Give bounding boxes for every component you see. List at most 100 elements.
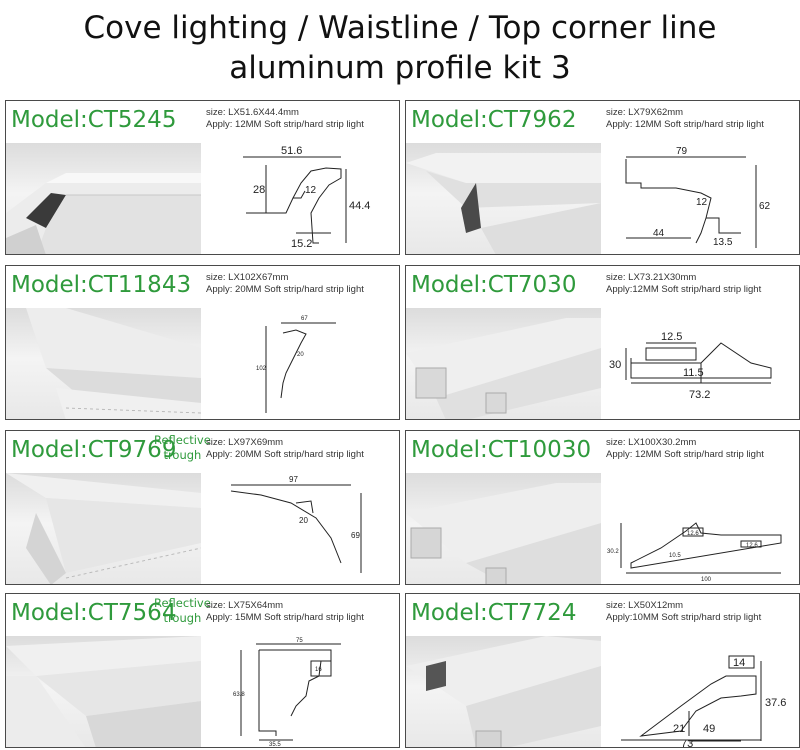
dim-label: 69 [351, 531, 360, 540]
dim-label: 20 [299, 516, 308, 525]
dim-label: 14 [733, 657, 745, 669]
apply-text: Apply:12MM Soft strip/hard strip light [606, 284, 762, 295]
dim-label: 67 [301, 316, 308, 322]
dim-label: 28 [253, 184, 265, 196]
spec-text: size: LX100X30.2mm Apply: 12MM Soft stri… [606, 437, 764, 461]
dim-label: 51.6 [281, 145, 302, 157]
product-card-ct5245: Model:CT5245 size: LX51.6X44.4mm Apply: … [5, 100, 400, 255]
model-name: Model:CT9769 [11, 437, 177, 463]
product-photo [6, 143, 201, 254]
product-photo [406, 473, 601, 584]
dim-label: 75 [296, 638, 303, 644]
dim-label: 15.2 [291, 238, 312, 250]
dim-label: 73.2 [689, 389, 710, 401]
note-line1: Reflective [154, 433, 211, 447]
dimension-drawing: 14 21 49 37.6 73 [601, 636, 799, 748]
dim-label: 12.6 [746, 543, 758, 549]
reflective-trough-note: Reflective trough [154, 433, 211, 463]
product-card-ct7564: Model:CT7564 Reflective trough size: LX7… [5, 593, 400, 748]
product-card-ct9769: Model:CT9769 Reflective trough size: LX9… [5, 430, 400, 585]
dim-label: 11.5 [683, 367, 704, 379]
product-card-ct11843: Model:CT11843 size: LX102X67mm Apply: 20… [5, 265, 400, 420]
spec-text: size: LX102X67mm Apply: 20MM Soft strip/… [206, 272, 364, 296]
dim-label: 49 [703, 723, 715, 735]
dim-label: 20 [297, 352, 304, 358]
size-text: size: LX102X67mm [206, 272, 289, 283]
size-text: size: LX51.6X44.4mm [206, 107, 299, 118]
model-name: Model:CT7564 [11, 600, 177, 626]
size-text: size: LX97X69mm [206, 437, 284, 448]
apply-text: Apply: 20MM Soft strip/hard strip light [206, 449, 364, 460]
dim-label: 73 [681, 738, 693, 748]
page-title-line2: aluminum profile kit 3 [229, 50, 571, 86]
dim-label: 12 [696, 197, 708, 208]
size-text: size: LX79X62mm [606, 107, 684, 118]
apply-text: Apply: 20MM Soft strip/hard strip light [206, 284, 364, 295]
spec-text: size: LX50X12mm Apply:10MM Soft strip/ha… [606, 600, 761, 624]
note-line2: trough [163, 448, 202, 462]
dim-label: 100 [701, 577, 712, 583]
dimension-drawing: 97 20 69 [201, 473, 399, 584]
product-card-ct7030: Model:CT7030 size: LX73.21X30mm Apply:12… [405, 265, 800, 420]
dim-label: 97 [289, 475, 298, 484]
product-card-ct10030: Model:CT10030 size: LX100X30.2mm Apply: … [405, 430, 800, 585]
dim-label: 102 [256, 366, 267, 372]
reflective-trough-note: Reflective trough [154, 596, 211, 626]
card-header: Model:CT7564 Reflective trough size: LX7… [6, 594, 399, 636]
model-name: Model:CT11843 [11, 272, 192, 298]
dimension-drawing: 67 102 20 [201, 308, 399, 419]
dim-label: 63.8 [233, 692, 245, 698]
dimension-drawing: 51.6 28 44.4 12 15.2 [201, 143, 399, 254]
dimension-drawing: 12.5 30 11.5 73.2 [601, 308, 799, 419]
model-name: Model:CT10030 [411, 437, 592, 463]
dim-label: 79 [676, 146, 688, 157]
dim-label: 62 [759, 201, 771, 212]
product-photo [6, 473, 201, 584]
dim-label: 44.4 [349, 200, 370, 212]
dimension-drawing: 79 62 12 44 13.5 [601, 143, 799, 254]
dim-label: 21 [673, 723, 685, 735]
product-card-ct7962: Model:CT7962 size: LX79X62mm Apply: 12MM… [405, 100, 800, 255]
spec-text: size: LX97X69mm Apply: 20MM Soft strip/h… [206, 437, 364, 461]
card-header: Model:CT7030 size: LX73.21X30mm Apply:12… [406, 266, 799, 308]
size-text: size: LX73.21X30mm [606, 272, 697, 283]
dim-label: 35.5 [269, 742, 281, 748]
dim-label: 30.2 [607, 549, 619, 555]
spec-text: size: LX75X64mm Apply: 15MM Soft strip/h… [206, 600, 364, 624]
card-header: Model:CT7962 size: LX79X62mm Apply: 12MM… [406, 101, 799, 143]
card-header: Model:CT10030 size: LX100X30.2mm Apply: … [406, 431, 799, 473]
product-card-ct7724: Model:CT7724 size: LX50X12mm Apply:10MM … [405, 593, 800, 748]
page-title-line1: Cove lighting / Waistline / Top corner l… [83, 10, 717, 46]
dim-label: 37.6 [765, 697, 786, 709]
dim-label: 12.6 [687, 531, 699, 537]
dim-label: 16 [315, 667, 322, 673]
card-header: Model:CT7724 size: LX50X12mm Apply:10MM … [406, 594, 799, 636]
apply-text: Apply:10MM Soft strip/hard strip light [606, 612, 762, 623]
product-photo [406, 308, 601, 419]
dim-label: 44 [653, 228, 665, 239]
note-line1: Reflective [154, 596, 211, 610]
model-name: Model:CT7724 [411, 600, 577, 626]
size-text: size: LX50X12mm [606, 600, 684, 611]
size-text: size: LX75X64mm [206, 600, 284, 611]
dim-label: 30 [609, 359, 621, 371]
dim-label: 12 [305, 185, 317, 196]
dim-label: 13.5 [713, 237, 733, 248]
card-header: Model:CT9769 Reflective trough size: LX9… [6, 431, 399, 473]
apply-text: Apply: 12MM Soft strip/hard strip light [206, 119, 364, 130]
model-name: Model:CT7030 [411, 272, 577, 298]
dim-label: 10.5 [669, 553, 681, 559]
model-name: Model:CT5245 [11, 107, 177, 133]
spec-text: size: LX79X62mm Apply: 12MM Soft strip/h… [606, 107, 764, 131]
product-photo [6, 636, 201, 747]
page-title: Cove lighting / Waistline / Top corner l… [0, 8, 800, 88]
model-name: Model:CT7962 [411, 107, 577, 133]
product-photo [6, 308, 201, 419]
apply-text: Apply: 12MM Soft strip/hard strip light [606, 449, 764, 460]
dim-label: 12.5 [661, 331, 682, 343]
size-text: size: LX100X30.2mm [606, 437, 697, 448]
card-header: Model:CT5245 size: LX51.6X44.4mm Apply: … [6, 101, 399, 143]
card-header: Model:CT11843 size: LX102X67mm Apply: 20… [6, 266, 399, 308]
product-photo [406, 143, 601, 254]
spec-text: size: LX73.21X30mm Apply:12MM Soft strip… [606, 272, 761, 296]
